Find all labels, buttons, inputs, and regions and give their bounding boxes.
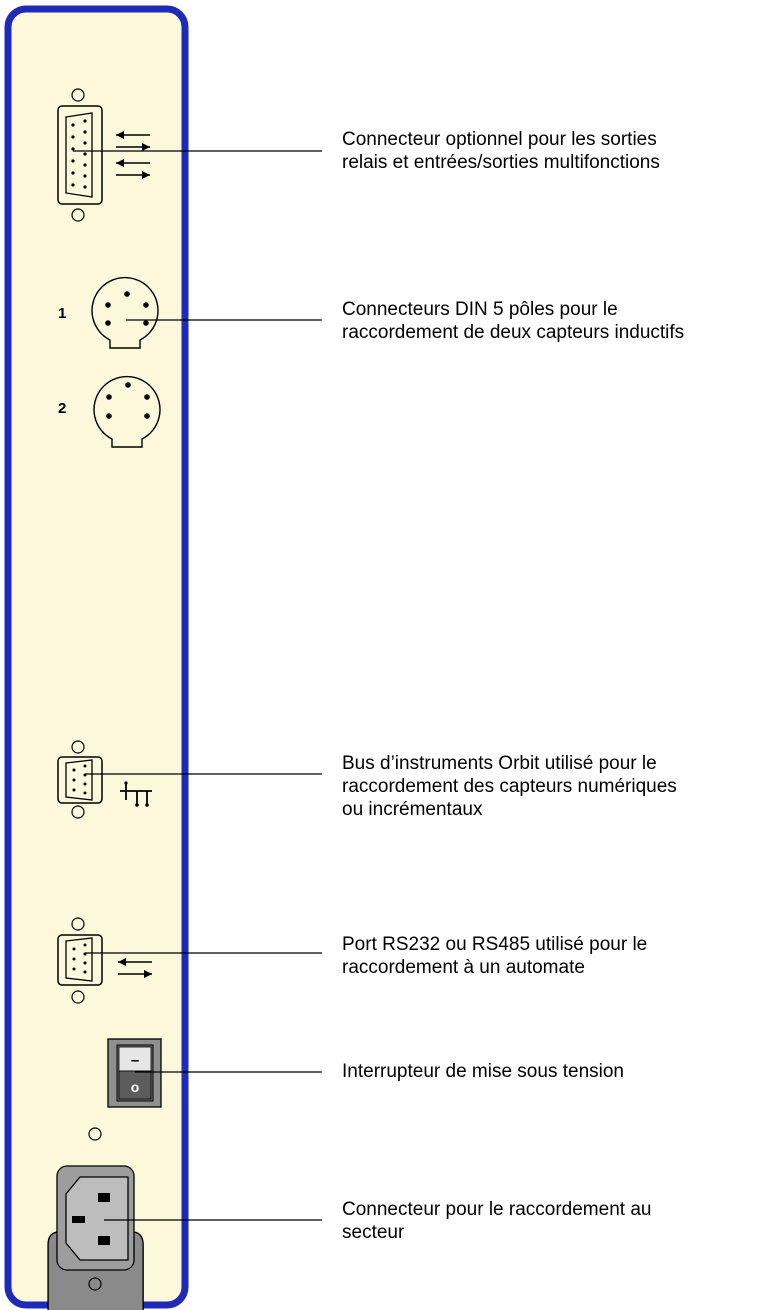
callout-switch-line-1: Interrupteur de mise sous tension bbox=[342, 1061, 624, 1082]
callout-rs232-line-2: raccordement à un automate bbox=[342, 957, 585, 978]
serial-arrows-icon bbox=[118, 958, 152, 978]
callout-mains: Connecteur pour le raccordement au secte… bbox=[342, 1198, 651, 1244]
callout-orbit: Bus d’instruments Orbit utilisé pour le … bbox=[342, 752, 677, 821]
callout-orbit-line-3: ou incrémentaux bbox=[342, 799, 483, 820]
callout-mains-line-2: secteur bbox=[342, 1222, 405, 1243]
power-switch: – o bbox=[107, 1038, 162, 1108]
callout-din: Connecteurs DIN 5 pôles pour le raccorde… bbox=[342, 298, 684, 344]
callout-relay-line-2: relais et entrées/sorties multifonctions bbox=[342, 152, 660, 173]
callout-orbit-line-2: raccordement des capteurs numériques bbox=[342, 776, 677, 797]
din-connector-1 bbox=[91, 276, 159, 349]
callout-orbit-line-1: Bus d’instruments Orbit utilisé pour le bbox=[342, 753, 657, 774]
rs232-rs485-connector bbox=[57, 917, 103, 1004]
callout-mains-line-1: Connecteur pour le raccordement au bbox=[342, 1199, 652, 1220]
network-bus-icon bbox=[120, 781, 152, 807]
callout-rs232: Port RS232 ou RS485 utilisé pour le racc… bbox=[342, 933, 647, 979]
bidirectional-arrows-icon bbox=[116, 131, 150, 179]
callout-relay: Connecteur optionnel pour les sorties re… bbox=[342, 128, 660, 174]
leader-lines bbox=[73, 150, 322, 1221]
sensor-number-1: 1 bbox=[58, 305, 66, 322]
callout-rs232-line-1: Port RS232 ou RS485 utilisé pour le bbox=[342, 934, 648, 955]
switch-off-mark: o bbox=[131, 1079, 140, 1095]
switch-on-mark: – bbox=[131, 1052, 139, 1069]
callout-relay-line-1: Connecteur optionnel pour les sorties bbox=[342, 129, 657, 150]
orbit-bus-connector bbox=[57, 740, 103, 819]
din-connector-2 bbox=[93, 375, 161, 448]
sensor-number-2: 2 bbox=[58, 400, 66, 417]
callout-din-line-1: Connecteurs DIN 5 pôles pour le bbox=[342, 299, 618, 320]
callout-din-line-2: raccordement de deux capteurs inductifs bbox=[342, 322, 685, 343]
relay-connector bbox=[57, 88, 103, 222]
mains-socket bbox=[47, 1127, 144, 1310]
callout-switch: Interrupteur de mise sous tension bbox=[342, 1060, 624, 1083]
